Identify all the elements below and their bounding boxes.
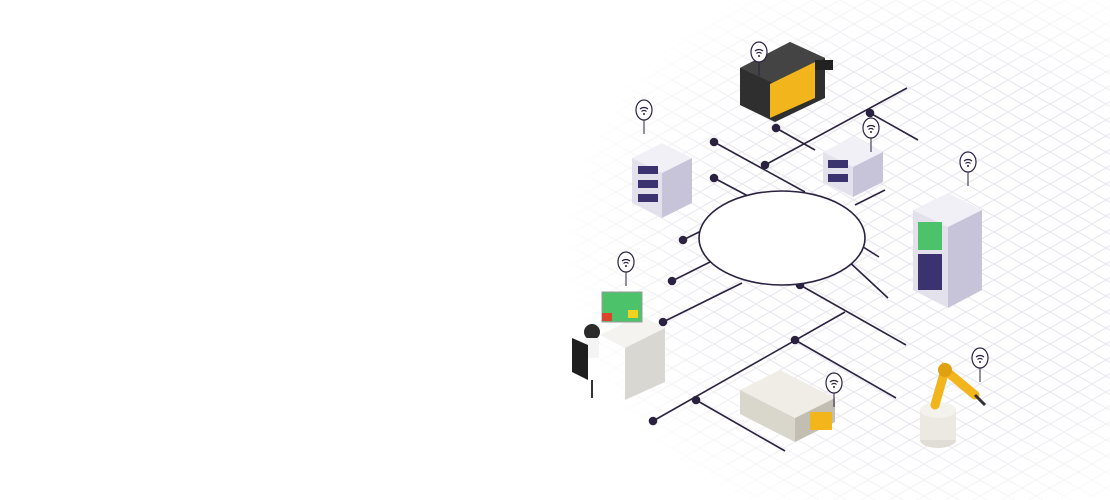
cnc-machine-icon[interactable]	[740, 41, 833, 122]
link-endpoint	[709, 173, 719, 183]
network-link	[652, 311, 846, 422]
network-link	[662, 282, 743, 323]
network-link	[799, 284, 907, 346]
network-link	[869, 112, 919, 141]
network-links	[648, 87, 919, 452]
link-endpoint	[691, 395, 701, 405]
link-endpoint	[667, 276, 677, 286]
operator-workstation-icon[interactable]	[572, 251, 665, 400]
robot-arm-icon[interactable]	[920, 347, 989, 448]
link-endpoint	[760, 160, 770, 170]
server-rack-icon[interactable]	[632, 99, 692, 218]
network-link	[794, 339, 897, 399]
network-link	[844, 257, 889, 299]
link-endpoint	[709, 137, 719, 147]
link-endpoint	[865, 108, 875, 118]
link-endpoint	[658, 317, 668, 327]
conveyor-machine-icon[interactable]	[740, 370, 843, 442]
network-link	[775, 127, 816, 151]
network-link	[713, 141, 806, 193]
network-link	[764, 87, 908, 166]
network-link	[695, 399, 786, 452]
network-link	[854, 189, 886, 206]
link-endpoint	[678, 235, 688, 245]
link-endpoint	[648, 416, 658, 426]
network-link	[713, 177, 749, 197]
link-endpoint	[771, 123, 781, 133]
server-tower-icon[interactable]	[913, 151, 982, 308]
link-endpoint	[790, 335, 800, 345]
network-hub-icon	[698, 190, 866, 286]
server-rack-icon[interactable]	[823, 117, 883, 197]
